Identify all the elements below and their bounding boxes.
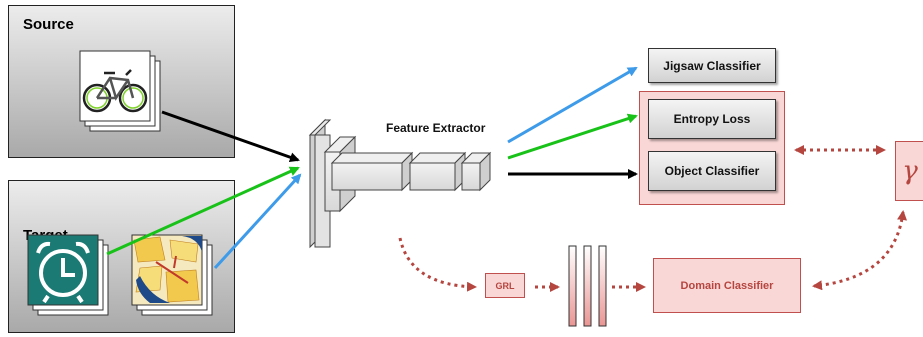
target-to-extractor-green-arrow — [106, 166, 300, 256]
target-to-extractor-blue-arrow — [213, 173, 302, 270]
domain-classifier-label: Domain Classifier — [680, 279, 774, 292]
grl-label: GRL — [495, 280, 515, 291]
feature-extractor-label: Feature Extractor — [386, 121, 486, 135]
entropy-loss-box: Entropy Loss — [648, 99, 776, 139]
object-classifier-label: Object Classifier — [664, 164, 760, 178]
domain-classifier-box: Domain Classifier — [653, 258, 801, 313]
source-title: Source — [23, 16, 74, 33]
gamma-box: γ — [895, 141, 923, 201]
alarm-clock-icon — [36, 241, 90, 304]
jigsaw-puzzle-icon — [133, 236, 202, 303]
feature-extractor-network — [308, 118, 492, 249]
extractor-to-jigsaw-arrow — [507, 66, 638, 144]
jigsaw-classifier-label: Jigsaw Classifier — [663, 58, 761, 73]
object-classifier-box: Object Classifier — [648, 151, 776, 191]
grl-box: GRL — [485, 273, 525, 298]
domain-classifier-layers — [568, 245, 607, 327]
extractor-to-entropy-arrow — [507, 113, 638, 160]
extractor-to-grl-dotted-arrow — [398, 237, 477, 292]
bicycle-icon — [82, 69, 148, 113]
jigsaw-classifier-box: Jigsaw Classifier — [648, 48, 776, 83]
gamma-symbol: γ — [902, 156, 918, 186]
source-to-extractor-arrow — [161, 110, 300, 163]
gamma-domain-dotted-arrow — [812, 210, 907, 291]
entropy-loss-label: Entropy Loss — [673, 112, 751, 126]
